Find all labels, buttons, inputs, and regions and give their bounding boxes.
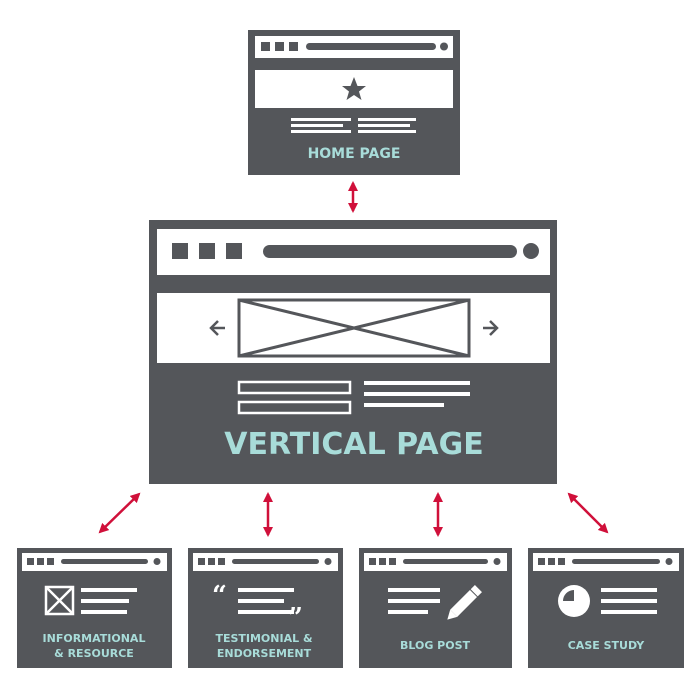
slider-prev-arrow-icon [209,320,225,336]
child-page-box-4 [528,548,684,668]
child-4-label-line1: CASE STUDY [568,639,646,652]
child-2-icon: “ ” [212,581,303,633]
vertical-text-lines [364,381,470,407]
image-placeholder-icon [44,585,75,616]
arrow-vertical-casestudy [567,492,609,534]
star-icon [342,77,366,100]
connector-arrows [98,181,609,537]
child-1-label-line2: & RESOURCE [54,647,134,660]
child-4-icon [558,585,657,617]
pencil-icon [447,585,482,620]
slider-next-arrow-icon [483,320,499,336]
svg-text:”: ” [288,603,303,633]
arrow-vertical-informational [98,492,141,534]
image-placeholder-icon [237,298,471,358]
child-1-icon [44,585,137,616]
home-page-box: HOME PAGE [248,30,460,175]
child-page-box-2 [188,548,343,668]
child-3-icon [388,585,482,620]
pie-chart-icon [558,585,590,617]
vertical-page-label: VERTICAL PAGE [224,427,483,462]
vertical-page-box: VERTICAL PAGE [149,220,557,484]
child-2-label-line2: ENDORSEMENT [217,647,312,660]
home-page-label: HOME PAGE [308,146,401,162]
child-page-box-3 [359,548,512,668]
child-3-label-line1: BLOG POST [400,639,471,652]
child-1-label-line1: INFORMATIONAL [43,632,146,645]
child-page-box-1 [17,548,172,668]
child-2-label-line1: TESTIMONIAL & [215,632,312,645]
quote-icon: “ [212,581,227,611]
home-text-lines [291,118,416,133]
